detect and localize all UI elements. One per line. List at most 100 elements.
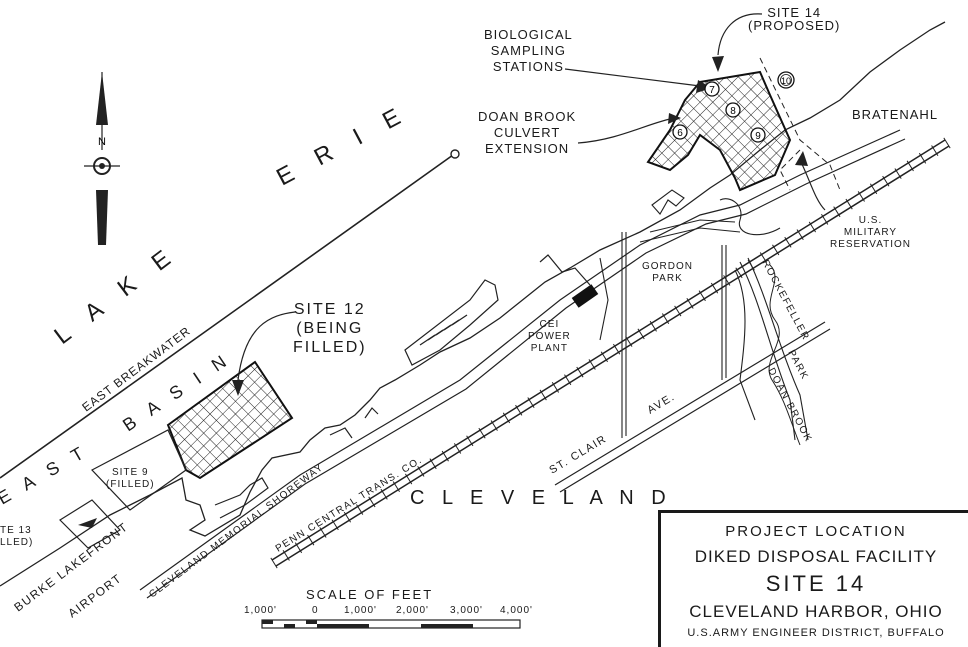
railroad-tie (356, 504, 364, 515)
railroad-tie (527, 397, 535, 408)
railroad-tie (551, 382, 560, 393)
military-reservation-label: U.S. MILITARY RESERVATION (830, 215, 912, 250)
svg-text:7: 7 (709, 85, 715, 96)
biological-sampling-label: BIOLOGICAL SAMPLING STATIONS (484, 27, 573, 74)
railroad-tie (417, 466, 425, 477)
doan-brook (768, 264, 801, 446)
railroad-tie (307, 534, 315, 546)
site-13-area (59, 499, 121, 549)
scale-tick: 1,000' (244, 605, 277, 616)
railroad-tie (710, 282, 719, 294)
railroad-tie (882, 175, 890, 187)
svg-text:9: 9 (755, 131, 761, 142)
railroad-tie (319, 527, 327, 538)
title-line-4: CLEVELAND HARBOR, OHIO (689, 602, 943, 621)
scale-tick: 0 (312, 605, 319, 616)
railroad-tie (894, 168, 902, 179)
railroad-tie (404, 473, 413, 485)
site-14-label: SITE 14 (PROPOSED) (748, 5, 841, 33)
scale-tick: 2,000' (396, 605, 429, 616)
title-line-2: DIKED DISPOSAL FACILITY (694, 547, 938, 566)
railroad-tie (564, 374, 572, 386)
railroad-tie (429, 458, 437, 470)
railroad-tie (613, 343, 621, 355)
railroad-tie (906, 160, 914, 172)
svg-text:8: 8 (730, 106, 736, 117)
railroad-tie (931, 145, 939, 156)
ave-label: AVE. (645, 391, 677, 417)
railroad-tie (539, 389, 547, 401)
railroad-tie (821, 214, 829, 225)
site-14-area (646, 70, 792, 192)
railroad-tie (759, 252, 768, 263)
railroad-tie (490, 420, 498, 431)
north-arrow: N (84, 72, 120, 245)
railroad-tie (466, 435, 474, 447)
airport-label: AIRPORT (65, 571, 124, 620)
railroad-tie (600, 351, 608, 363)
railroad-tie (796, 229, 804, 240)
railroad-tie (441, 450, 449, 462)
scale-tick: 4,000' (500, 605, 533, 616)
railroad-tie (368, 496, 376, 508)
site-12-label: SITE 12 (BEING FILLED) (293, 301, 367, 356)
cei-power-plant-label: CEI POWER PLANT (528, 319, 571, 354)
scale-tick: 3,000' (450, 605, 483, 616)
railroad-tie (784, 236, 792, 248)
scale-title: SCALE OF FEET (306, 587, 434, 602)
railroad-tie (674, 305, 682, 317)
railroad-tie (502, 412, 511, 424)
doan-brook-culvert-label: DOAN BROOK CULVERT EXTENSION (478, 109, 577, 156)
site-13-arrow (78, 518, 97, 528)
st-clair-label: ST. CLAIR (547, 433, 609, 477)
railroad-ties (270, 137, 951, 569)
railroad-tie (723, 275, 731, 286)
north-label: N (98, 136, 106, 148)
railroad-tie (686, 298, 694, 309)
railroad-tie (625, 336, 633, 347)
lake-label: L A K E (49, 239, 183, 350)
shoreway-road (139, 129, 906, 599)
title-block: PROJECT LOCATION DIKED DISPOSAL FACILITY… (658, 510, 968, 647)
svg-text:10: 10 (781, 76, 791, 86)
svg-text:6: 6 (677, 128, 683, 139)
railroad-tie (331, 519, 339, 531)
railroad-tie (282, 550, 290, 561)
title-line-5: U.S.ARMY ENGINEER DISTRICT, BUFFALO (687, 627, 945, 639)
military-reservation-boundary (759, 57, 841, 191)
east-label: E A S T (0, 440, 92, 508)
marina-piers (214, 279, 499, 519)
sampling-stations: 6 7 8 9 10 (672, 71, 795, 143)
railroad-tie (380, 488, 388, 500)
railroad-tie (918, 152, 927, 164)
railroad-tie (698, 290, 706, 302)
building (651, 189, 685, 215)
title-line-1: PROJECT LOCATION (725, 523, 907, 540)
erie-label: E R I E (272, 99, 414, 191)
railroad-tie (943, 137, 951, 149)
railroad-tie (637, 328, 645, 340)
railroad (271, 139, 950, 567)
railroad-tie (649, 320, 657, 332)
railroad-tie (294, 542, 303, 554)
railroad-tie (735, 267, 743, 279)
site-9-area (91, 429, 187, 511)
park-label: PARK (785, 348, 810, 382)
railroad-tie (270, 557, 278, 569)
station-8 (725, 102, 741, 118)
railroad-tie (857, 191, 865, 202)
railroad-tie (833, 206, 841, 218)
railroad-tie (869, 183, 878, 195)
park-roads (599, 198, 809, 441)
railroad-tie (453, 443, 462, 454)
penn-central-label: PENN CENTRAL TRANS. CO. (274, 454, 425, 554)
site-9-label: SITE 9 (FILLED) (106, 467, 155, 490)
railroad-tie (772, 244, 780, 256)
site-13-label: TE 13 LLED) (0, 525, 34, 548)
station-7 (704, 81, 720, 97)
railroad-tie (845, 198, 853, 210)
arrowheads (232, 56, 808, 396)
railroad-tie (478, 427, 486, 439)
bratenahl-label: BRATENAHL (852, 107, 939, 122)
